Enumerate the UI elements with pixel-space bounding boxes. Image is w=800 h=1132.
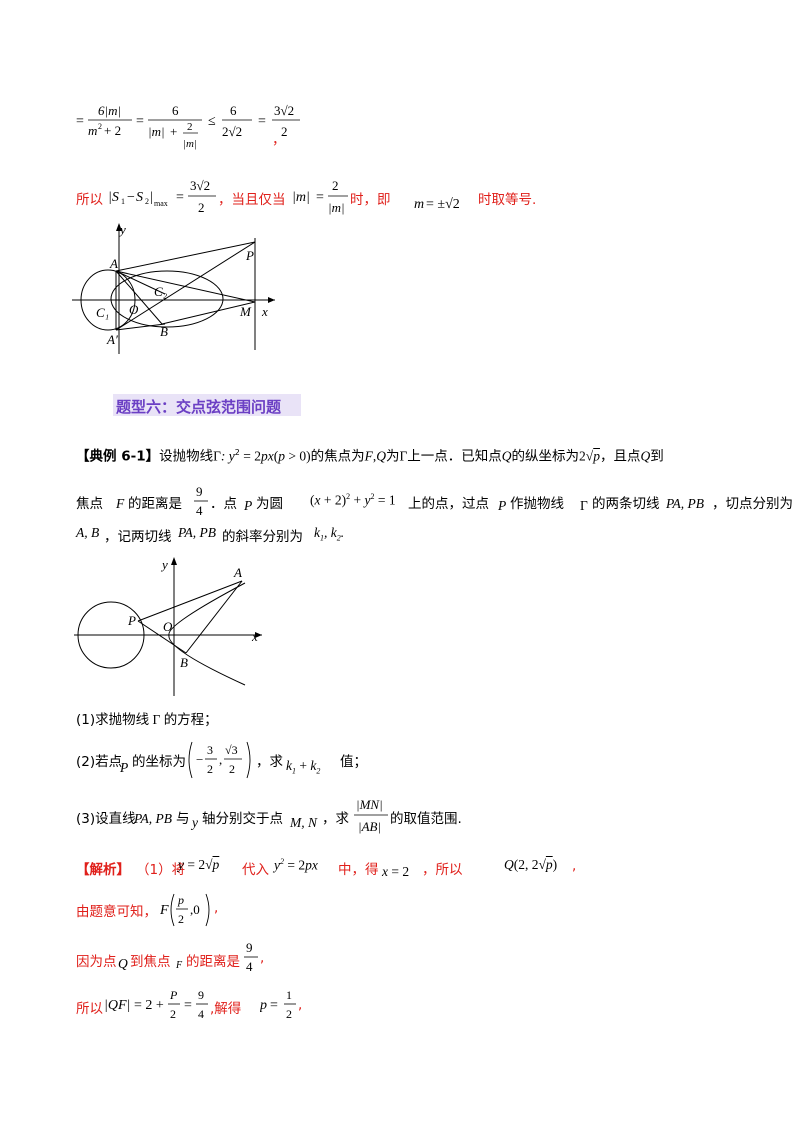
svg-text:2: 2: [170, 1007, 176, 1021]
fig1-label-x: x: [261, 304, 268, 319]
svg-text:|MN|: |MN|: [356, 797, 383, 812]
svg-text:F: F: [160, 903, 169, 918]
svg-text:=: =: [258, 114, 266, 129]
svg-text:3√2: 3√2: [190, 178, 210, 193]
fig1-label-C2: C₂: [154, 284, 168, 299]
svg-text:p: p: [260, 998, 267, 1013]
section-title: 题型六：交点弦范围问题: [116, 398, 282, 416]
m-value: m = ±√2: [414, 197, 460, 212]
svg-text:≤: ≤: [208, 114, 216, 129]
svg-text:−: −: [127, 190, 135, 205]
svg-text:+ 2: + 2: [104, 123, 121, 138]
p-value: p = 1 2: [260, 988, 296, 1021]
svg-text:2√2: 2√2: [222, 124, 242, 139]
svg-text:=: =: [316, 190, 324, 205]
svg-text:=: =: [270, 998, 278, 1013]
fig1-label-O: O: [129, 302, 139, 317]
figure-parabola-diagram: y A P O x B: [74, 557, 262, 696]
svg-text:|m|: |m|: [328, 200, 345, 215]
svg-text:1: 1: [121, 197, 125, 206]
svg-text:2: 2: [198, 200, 205, 215]
svg-text:2: 2: [229, 762, 235, 776]
svg-text:2: 2: [178, 912, 184, 926]
svg-text:,: ,: [219, 752, 222, 767]
svg-text:2: 2: [332, 178, 339, 193]
svg-text:=: =: [184, 998, 192, 1013]
example-line-1: 【典例 6-1】设抛物线Γ: y2 = 2px(p > 0)的焦点为F,Q为Γ上…: [76, 448, 664, 465]
focus-F-coordinate: F p 2 ,0: [160, 893, 210, 927]
svg-text:4: 4: [246, 959, 253, 974]
max-area-difference: |S 1 − S 2 | max = 3√2 2: [108, 178, 216, 215]
svg-text:= ±√2: = ±√2: [426, 197, 460, 212]
svg-text:−: −: [196, 752, 203, 767]
fig1-label-A: A: [109, 256, 118, 271]
m-abs-condition: |m| = 2 |m|: [292, 178, 348, 215]
point-P-coordinate: − 3 2 , √3 2: [188, 741, 251, 779]
section-banner: [113, 394, 301, 416]
svg-text:|: |: [150, 190, 153, 205]
fig1-label-C1: C₁: [96, 305, 109, 320]
fig2-label-x: x: [251, 629, 258, 644]
fraction-9-4-solution: 9 4: [244, 940, 258, 974]
svg-text:max: max: [154, 199, 168, 208]
svg-text:4: 4: [196, 503, 203, 518]
svg-text:|m|: |m|: [292, 190, 310, 205]
fig2-label-O: O: [163, 619, 173, 634]
figure-ellipse-diagram: y A P C₂ C₁ O B M x A′: [72, 222, 275, 354]
svg-text:+: +: [170, 124, 177, 139]
fig1-label-y: y: [118, 222, 126, 237]
svg-text:m: m: [414, 197, 424, 212]
fig2-label-B: B: [180, 655, 188, 670]
solution-line-equation: = 6|m| m 2 + 2 = 6 |m| + 2 |m| ≤ 6 2√2 =…: [76, 101, 306, 167]
fig1-label-A-prime: A′: [106, 332, 118, 347]
svg-text:9: 9: [246, 940, 253, 955]
svg-text:1: 1: [286, 988, 292, 1002]
svg-text:6|m|: 6|m|: [98, 103, 121, 118]
svg-text:= 2 +: = 2 +: [134, 998, 164, 1013]
fig1-label-M: M: [239, 304, 252, 319]
svg-text:=: =: [176, 190, 184, 205]
svg-text:|m|: |m|: [148, 124, 165, 139]
svg-text:4: 4: [198, 1007, 204, 1021]
svg-text:p: p: [177, 893, 184, 907]
svg-text:√3: √3: [225, 743, 238, 757]
fraction-9-4: 9 4: [194, 484, 208, 518]
ratio-MN-AB: |MN| |AB|: [354, 797, 388, 834]
svg-text:3: 3: [207, 743, 213, 757]
fig2-label-A: A: [233, 565, 242, 580]
svg-text:9: 9: [198, 988, 204, 1002]
svg-text:2: 2: [286, 1007, 292, 1021]
svg-text:,0: ,0: [190, 902, 200, 917]
svg-text:S: S: [136, 190, 143, 205]
question-1: (1)求抛物线 Γ 的方程；: [76, 712, 218, 728]
svg-text:2: 2: [98, 122, 102, 131]
svg-text:9: 9: [196, 484, 203, 499]
svg-text:|m|: |m|: [183, 138, 197, 150]
svg-text:2: 2: [187, 121, 193, 133]
svg-text:3√2: 3√2: [274, 103, 294, 118]
svg-text:6: 6: [230, 103, 237, 118]
svg-text:P: P: [169, 988, 178, 1002]
fig2-label-y: y: [160, 557, 168, 572]
comma: ，: [272, 132, 286, 148]
equation-inequality-chain: = 6|m| m 2 + 2 = 6 |m| + 2 |m| ≤ 6 2√2 =…: [76, 103, 300, 150]
svg-text:2: 2: [281, 124, 288, 139]
svg-text:=: =: [136, 114, 144, 129]
svg-text:6: 6: [172, 103, 179, 118]
svg-text:|QF|: |QF|: [104, 998, 130, 1013]
svg-text:|AB|: |AB|: [358, 819, 381, 834]
fig2-label-P: P: [127, 613, 136, 628]
fig1-label-B: B: [160, 324, 168, 339]
fig1-label-P: P: [245, 248, 254, 263]
svg-text:2: 2: [145, 197, 149, 206]
QF-distance-equation: |QF| = 2 + P 2 = 9 4: [104, 988, 208, 1021]
svg-text:m: m: [88, 123, 97, 138]
svg-text:2: 2: [207, 762, 213, 776]
example-tag: 【典例 6-1】: [76, 448, 160, 465]
svg-text:|S: |S: [108, 190, 119, 205]
svg-text:=: =: [76, 114, 84, 129]
